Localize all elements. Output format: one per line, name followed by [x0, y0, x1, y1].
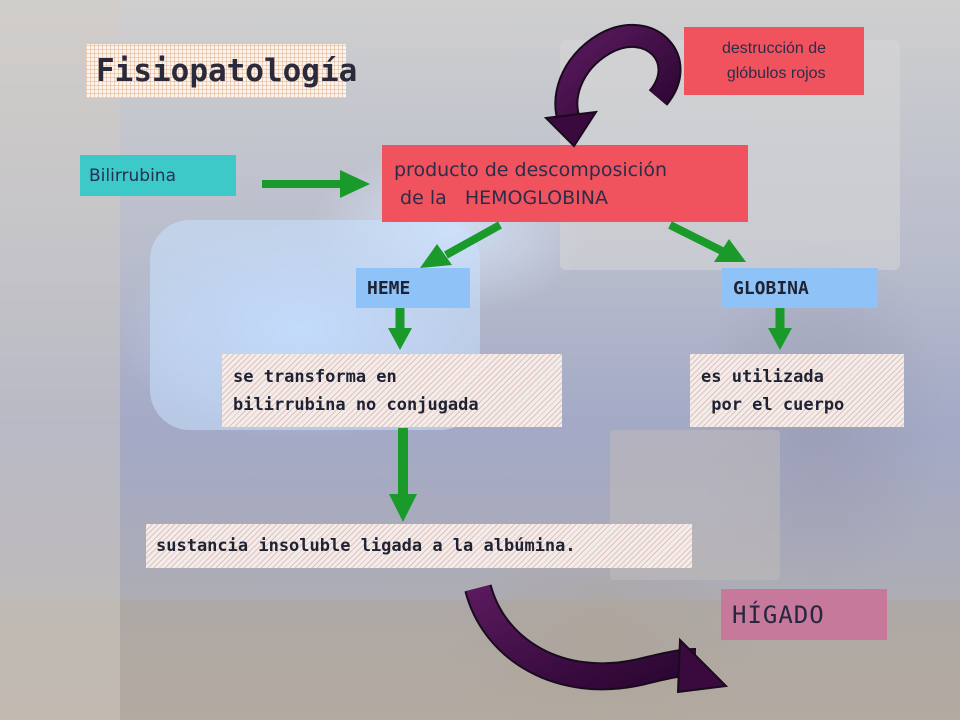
utilizada-box: es utilizada por el cuerpo: [690, 354, 904, 427]
transforma-line-1: se transforma en: [233, 366, 397, 387]
heme-label: HEME: [367, 277, 411, 299]
arrow-globina-to-utilizada: [768, 308, 792, 350]
curved-arrow-destruccion-to-producto: [543, 24, 682, 148]
bilirrubina-label: Bilirrubina: [89, 165, 176, 186]
page-title: Fisiopatología: [96, 53, 358, 89]
sustancia-box: sustancia insoluble ligada a la albúmina…: [146, 524, 692, 568]
background-left-wall: [0, 0, 120, 720]
destruccion-line-1: destrucción de: [721, 40, 827, 57]
globina-label: GLOBINA: [733, 277, 809, 299]
arrow-bilirrubina-to-producto: [262, 170, 370, 198]
destruccion-box: destrucción de glóbulos rojos: [684, 27, 864, 95]
title-box: Fisiopatología: [86, 44, 358, 98]
utilizada-line-2: por el cuerpo: [701, 394, 845, 415]
curved-arrow-sustancia-to-higado: [464, 583, 729, 694]
producto-line-2: de la HEMOGLOBINA: [394, 186, 608, 209]
bilirrubina-box: Bilirrubina: [80, 155, 236, 196]
higado-label: HÍGADO: [732, 600, 825, 629]
destruccion-line-2: glóbulos rojos: [722, 65, 826, 82]
heme-box: HEME: [356, 268, 470, 308]
sustancia-label: sustancia insoluble ligada a la albúmina…: [156, 536, 576, 556]
utilizada-line-1: es utilizada: [701, 366, 824, 387]
arrow-heme-to-transforma: [388, 308, 412, 350]
producto-box: producto de descomposición de la HEMOGLO…: [382, 145, 748, 222]
arrow-producto-to-globina: [668, 221, 746, 262]
higado-box: HÍGADO: [721, 589, 887, 640]
arrow-transforma-to-sustancia: [389, 428, 417, 522]
globina-box: GLOBINA: [722, 268, 878, 308]
transforma-box: se transforma en bilirrubina no conjugad…: [222, 354, 562, 427]
transforma-line-2: bilirrubina no conjugada: [233, 394, 479, 415]
producto-line-1: producto de descomposición: [394, 158, 668, 181]
arrow-producto-to-heme: [420, 221, 502, 268]
